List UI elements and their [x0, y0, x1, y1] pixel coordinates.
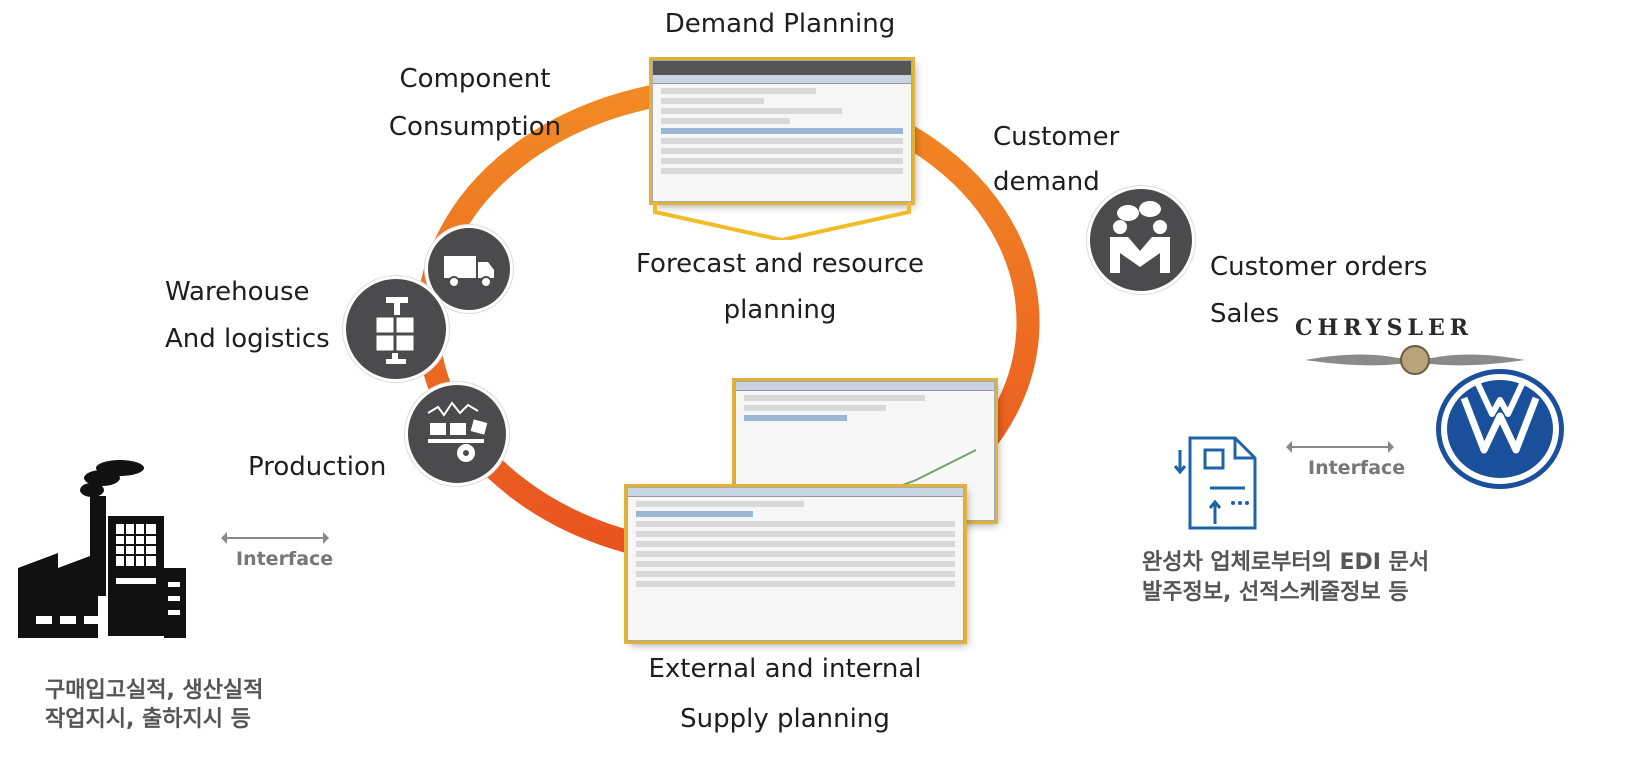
factory-icon — [18, 460, 186, 638]
boxes-crane-icon — [343, 276, 449, 382]
customer-demand-label-2: demand — [993, 167, 1100, 197]
supply-label-2: Supply planning — [680, 704, 890, 734]
component-consumption-label-1: Component — [399, 64, 551, 94]
customer-interface-arrow — [1286, 441, 1394, 453]
supply-planning-screenshot-front — [627, 487, 964, 641]
warehouse-label-1: Warehouse — [165, 277, 310, 307]
forecast-label-1: Forecast and resource — [636, 249, 924, 279]
edi-document-icon — [1173, 436, 1257, 530]
factory-note-line-1: 구매입고실적, 생산실적 — [45, 678, 264, 703]
vw-logo — [1436, 369, 1564, 489]
customer-note-line-2: 발주정보, 선적스케줄정보 등 — [1142, 580, 1409, 605]
warehouse-label-2: And logistics — [165, 324, 330, 354]
chrysler-wings-icon — [1305, 345, 1525, 375]
handshake-icon — [1087, 186, 1195, 294]
demand-planning-screenshot — [652, 60, 912, 202]
component-consumption-label-2: Consumption — [388, 112, 562, 142]
customer-demand-label-1: Customer — [993, 122, 1120, 152]
demand-planning-label: Demand Planning — [664, 9, 896, 39]
factory-interface-arrow — [221, 532, 329, 544]
production-label: Production — [248, 452, 387, 482]
customer-interface-label: Interface — [1308, 457, 1406, 479]
supply-label-1: External and internal — [648, 654, 922, 684]
forecast-bracket — [653, 202, 911, 240]
factory-note-line-2: 작업지시, 출하지시 등 — [45, 707, 251, 732]
customer-orders-label-1: Customer orders — [1210, 252, 1428, 282]
customer-orders-label-2: Sales — [1210, 299, 1280, 329]
truck-icon — [425, 225, 513, 313]
factory-interface-label: Interface — [236, 548, 334, 570]
chrysler-logo: CHRYSLER — [1295, 315, 1474, 341]
production-line-icon — [405, 382, 509, 486]
customer-note-line-1: 완성차 업체로부터의 EDI 문서 — [1142, 550, 1430, 575]
forecast-label-2: planning — [723, 295, 837, 325]
